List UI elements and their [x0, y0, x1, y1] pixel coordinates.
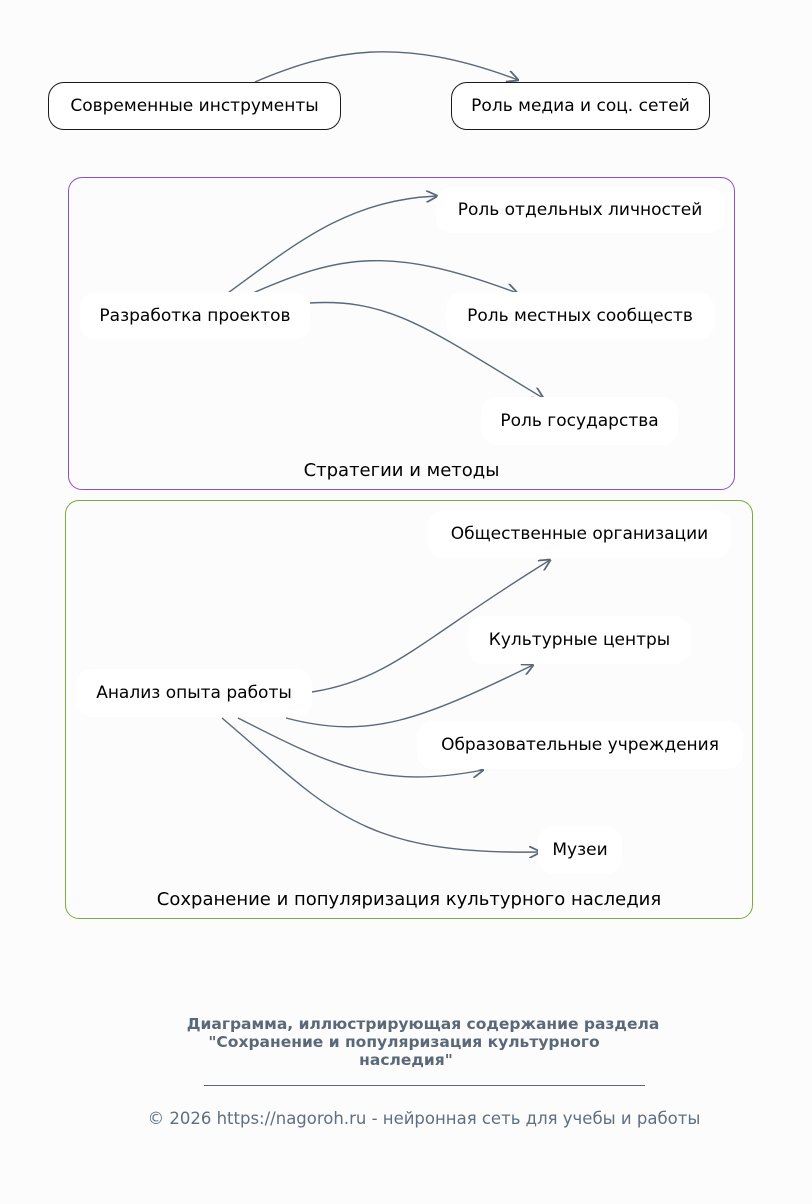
caption-line: "Сохранение и популяризация культурного	[208, 1033, 600, 1051]
node-modern-tools[interactable]: Современные инструменты	[48, 82, 341, 130]
node-label: Анализ опыта работы	[96, 683, 292, 703]
cluster-strategies-label: Стратегии и методы	[303, 460, 500, 481]
node-label: Роль государства	[500, 411, 659, 431]
node-label: Культурные центры	[488, 630, 671, 650]
diagram-caption: Диаграмма, иллюстрирующая содержание раз…	[0, 1015, 812, 1069]
node-work-analysis[interactable]: Анализ опыта работы	[76, 669, 312, 717]
node-label: Общественные организации	[450, 524, 709, 544]
node-label: Роль местных сообществ	[467, 306, 693, 326]
node-public-organizations[interactable]: Общественные организации	[428, 510, 731, 558]
cluster-heritage-label: Сохранение и популяризация культурного н…	[156, 889, 662, 910]
node-museums[interactable]: Музеи	[538, 826, 622, 874]
node-label: Роль медиа и соц. сетей	[471, 96, 690, 116]
node-label: Образовательные учреждения	[441, 735, 719, 755]
node-individuals-role[interactable]: Роль отдельных личностей	[436, 187, 724, 233]
node-state-role[interactable]: Роль государства	[481, 397, 678, 445]
node-label: Роль отдельных личностей	[457, 200, 703, 220]
edge-tools-to-media	[254, 51, 518, 83]
node-label: Музеи	[552, 840, 608, 860]
copyright-text: © 2026 https://nagoroh.ru - нейронная се…	[147, 1109, 701, 1128]
node-educational-institutions[interactable]: Образовательные учреждения	[417, 721, 743, 769]
node-culture-centers[interactable]: Культурные центры	[468, 616, 691, 664]
cluster-strategies: Стратегии и методы	[68, 177, 735, 490]
caption-line: наследия"	[359, 1051, 453, 1069]
caption-divider	[204, 1085, 645, 1086]
node-media-role[interactable]: Роль медиа и соц. сетей	[451, 82, 710, 130]
cluster-heritage: Сохранение и популяризация культурного н…	[65, 500, 753, 919]
node-label: Разработка проектов	[99, 306, 291, 326]
caption-line: Диаграмма, иллюстрирующая содержание раз…	[186, 1015, 660, 1033]
node-communities-role[interactable]: Роль местных сообществ	[446, 292, 714, 340]
node-label: Современные инструменты	[70, 96, 319, 116]
node-project-development[interactable]: Разработка проектов	[80, 292, 310, 340]
